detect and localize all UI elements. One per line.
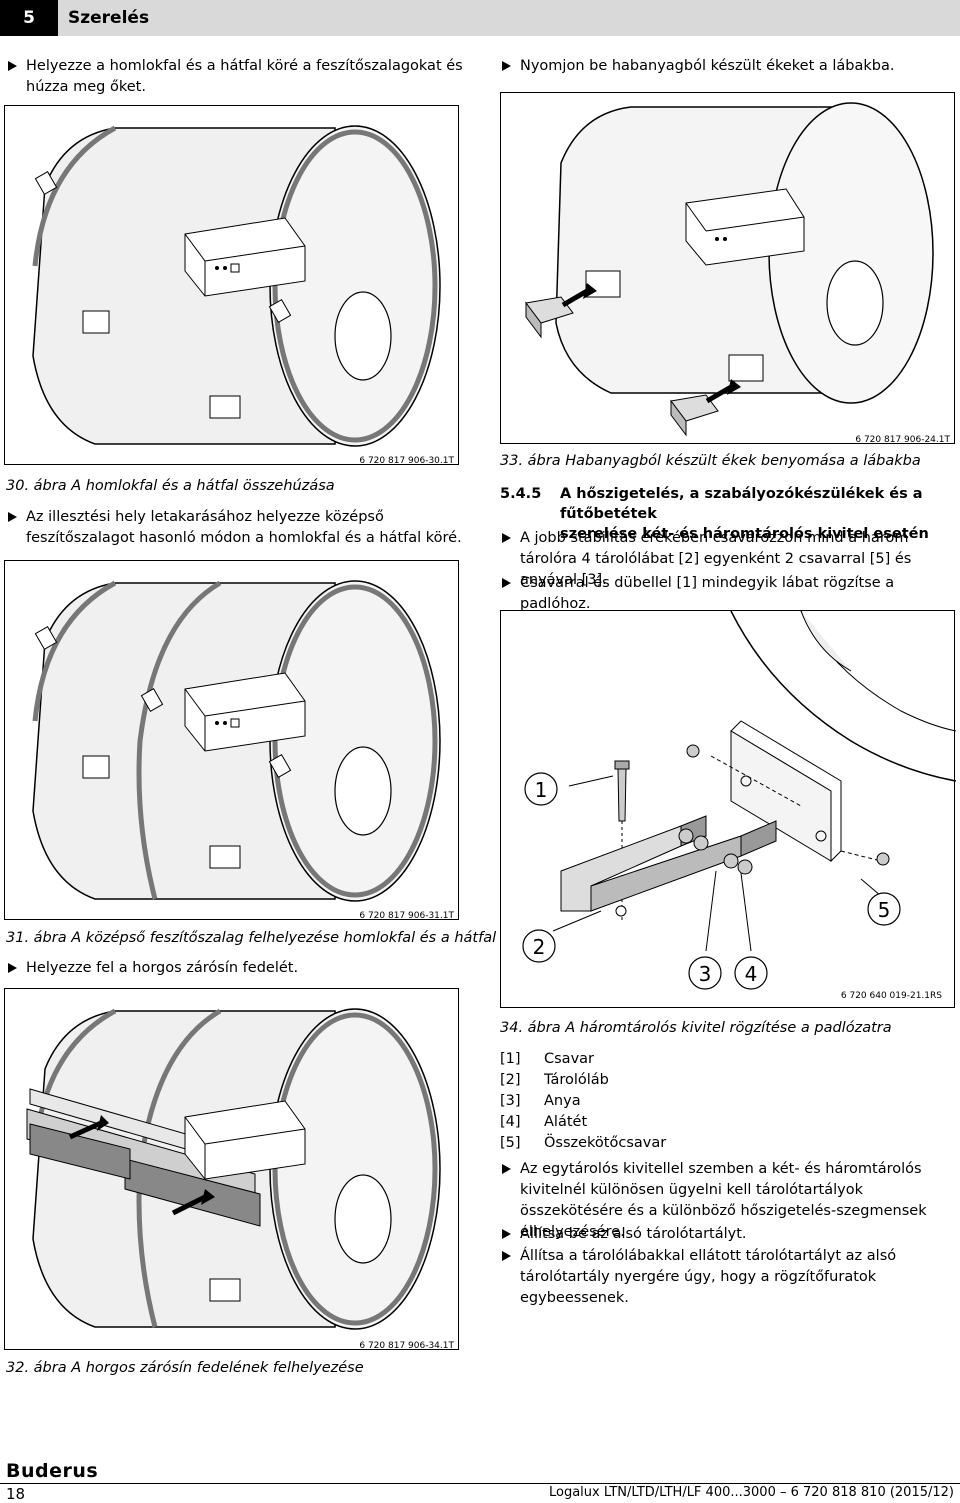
figure-34: 1 2 3 4 5 6 720 640 019-21.1RS	[500, 610, 957, 1008]
legend-label: Alátét	[544, 1114, 588, 1130]
tank-illustration	[525, 102, 934, 437]
callout-label: 5	[878, 898, 891, 922]
section-heading-line: szerelése két- és háromtárolós kivitel e…	[560, 526, 929, 542]
instruction-step: Állítsa a tárolólábakkal ellátott tároló…	[500, 1246, 955, 1309]
callout-label: 2	[533, 935, 546, 959]
figure-32: 6 720 817 906-34.1T	[4, 988, 459, 1351]
legend-label: Csavar	[544, 1051, 594, 1067]
figure-31: 6 720 817 906-31.1T	[4, 560, 459, 921]
callout-label: 4	[745, 962, 758, 986]
tank-illustration	[32, 125, 441, 447]
figure-30: 6 720 817 906-30.1T	[4, 105, 459, 466]
figure-33: 6 720 817 906-24.1T	[500, 92, 955, 445]
figure-caption: 34. ábra A háromtárolós kivitel rögzítés…	[500, 1020, 892, 1036]
brand-logo: Buderus	[6, 1460, 99, 1482]
legend-label: Összekötőcsavar	[544, 1135, 667, 1151]
legend-key: [2]	[500, 1072, 521, 1088]
tank-illustration	[26, 1008, 441, 1330]
legend-key: [3]	[500, 1093, 521, 1109]
legend-key: [1]	[500, 1051, 521, 1067]
foot-mounting-illustration: 1 2 3 4 5	[522, 610, 957, 990]
legend-key: [5]	[500, 1135, 521, 1151]
figure-caption: 32. ábra A horgos zárósín fedelének felh…	[6, 1360, 364, 1376]
legend-item: [5] Összekötőcsavar	[500, 1133, 955, 1154]
legend-key: [4]	[500, 1114, 521, 1130]
section-title: Szerelés	[58, 0, 960, 36]
figure-code: 6 720 817 906-24.1T	[855, 435, 950, 445]
instruction-step: Csavarral és dübellel [1] mindegyik lába…	[500, 573, 955, 615]
figure-code: 6 720 640 019-21.1RS	[840, 991, 942, 1001]
instruction-step: Nyomjon be habanyagból készült ékeket a …	[500, 56, 955, 77]
callout-label: 3	[699, 962, 712, 986]
legend-label: Anya	[544, 1093, 581, 1109]
legend-label: Tárolóláb	[544, 1072, 609, 1088]
section-heading: A hőszigetelés, a szabályozókészülékek é…	[560, 484, 955, 544]
instruction-step: Helyezze fel a horgos zárósín fedelét.	[6, 958, 466, 979]
instruction-step: Helyezze a homlokfal és a hátfal köré a …	[6, 56, 466, 98]
callout-label: 1	[535, 778, 548, 802]
figure-caption: 33. ábra Habanyagból készült ékek benyom…	[500, 453, 921, 469]
page-number: 18	[6, 1485, 26, 1503]
legend-item: [4] Alátét	[500, 1112, 955, 1133]
footer-divider	[0, 1483, 960, 1484]
figure-caption: 30. ábra A homlokfal és a hátfal összehú…	[6, 478, 335, 494]
figure-code: 6 720 817 906-34.1T	[359, 1341, 454, 1351]
tank-illustration	[32, 580, 441, 902]
document-reference: Logalux LTN/LTD/LTH/LF 400...3000 – 6 72…	[549, 1485, 954, 1500]
instruction-step: A jobb stabilitás érekében csavarozzon m…	[500, 528, 955, 591]
figure-caption: 31. ábra A középső feszítőszalag felhely…	[6, 930, 533, 946]
legend-item: [2] Tárolóláb	[500, 1070, 955, 1091]
figure-code: 6 720 817 906-31.1T	[359, 911, 454, 921]
instruction-step: Az egytárolós kivitellel szemben a két- …	[500, 1159, 955, 1243]
section-number-badge: 5	[0, 0, 58, 36]
section-number: 5.4.5	[500, 486, 542, 502]
legend-item: [1] Csavar	[500, 1049, 955, 1070]
section-heading-line: A hőszigetelés, a szabályozókészülékek é…	[560, 486, 923, 522]
instruction-step: Az illesztési hely letakarásához helyezz…	[6, 507, 466, 549]
legend-list: [1] Csavar [2] Tárolóláb [3] Anya [4] Alátét…	[500, 1049, 955, 1154]
instruction-step: Állítsa be az alsó tárolótartályt.	[500, 1224, 955, 1245]
figure-code: 6 720 817 906-30.1T	[359, 456, 454, 466]
legend-item: [3] Anya	[500, 1091, 955, 1112]
